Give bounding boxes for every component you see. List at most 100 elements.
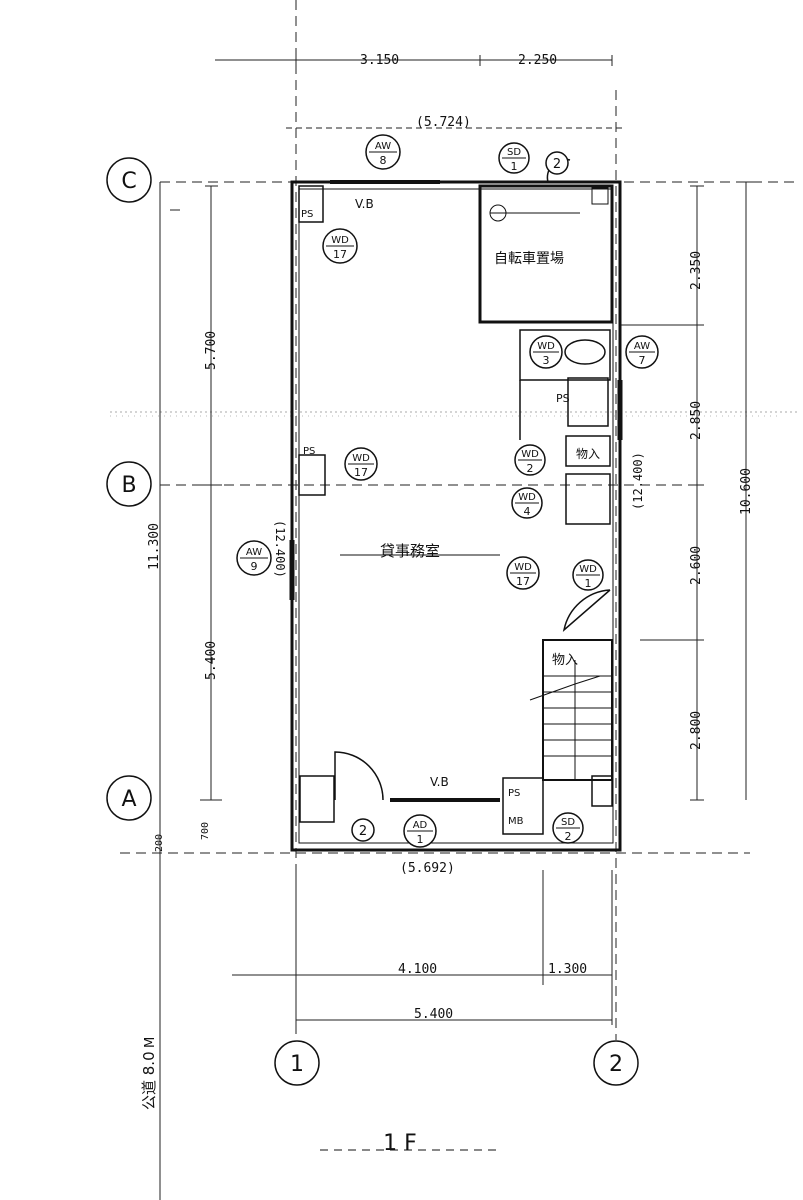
tag-two_a: 2: [351, 818, 375, 842]
tag-sd1-number: 1: [511, 160, 518, 173]
dim-left-total: 11.300: [147, 523, 162, 570]
tag-aw7-number: 7: [639, 354, 646, 367]
grid-label-2: 2: [609, 1052, 623, 1077]
tag-wd17b-number: 17: [354, 466, 368, 479]
tag-sd1: SD 1: [498, 142, 530, 174]
doors: [334, 158, 611, 801]
tag-wd4-number: 4: [524, 505, 531, 518]
tag-wd17a-number: 17: [333, 248, 347, 261]
tag-wd17b-type: WD: [352, 453, 370, 464]
dim-bottom-right: 1.300: [548, 962, 587, 977]
grid-label-1: 1: [290, 1052, 304, 1077]
grid-bubble-c: [106, 157, 152, 203]
tag-wd1-number: 1: [585, 577, 592, 590]
tag-wd1: WD 1: [572, 559, 604, 591]
grid-label-b: B: [121, 473, 136, 498]
tag-aw8: AW 8: [365, 134, 401, 170]
tag-aw7: AW 7: [625, 335, 659, 369]
dim-top-overall: (5.724): [416, 115, 471, 130]
dim-inner-left: (12.400): [273, 520, 287, 578]
tag-sd2: SD 2: [552, 812, 584, 844]
floor-label: 1 F: [383, 1131, 417, 1156]
room-label-storage2: 物入: [576, 447, 600, 461]
ps-mb-box: [502, 777, 544, 835]
tag-wd2-type: WD: [521, 449, 539, 460]
tag-wd3: WD 3: [529, 335, 563, 369]
windows: [289, 180, 623, 802]
tag-sd1-type: SD: [507, 147, 521, 158]
tag-wd17b: WD 17: [344, 447, 378, 481]
tag-aw9: AW 9: [236, 540, 272, 576]
dim-left-tiny: 200: [154, 834, 165, 852]
tag-ad1: AD 1: [403, 814, 437, 848]
label-road-h: M: [143, 1037, 158, 1048]
dim-right-total: 10.600: [739, 468, 754, 515]
tag-wd2: WD 2: [514, 444, 546, 476]
dim-right-4: 2.800: [689, 711, 704, 750]
corner-box: [299, 775, 335, 823]
outer-walls: [290, 180, 622, 852]
tag-wd3-type: WD: [537, 341, 555, 352]
label-mb: MB: [508, 816, 524, 827]
dim-bottom-overall: (5.692): [400, 861, 455, 876]
dim-bottom-left: 4.100: [398, 962, 437, 977]
tag-aw9-type: AW: [246, 547, 262, 558]
dim-left-upper: 5.700: [204, 331, 219, 370]
staircase: [529, 639, 613, 781]
room-label-parking: 自転車置場: [494, 250, 564, 267]
label-small-ps: PS: [556, 392, 570, 405]
label-vb-bottom: V.B: [430, 775, 449, 789]
label-vb-top: V.B: [355, 197, 374, 211]
ps-box-2: [298, 454, 326, 496]
dim-top-left: 3.150: [360, 53, 399, 68]
top-dimensions: [215, 55, 626, 129]
label-ps-3: PS: [508, 788, 520, 799]
dim-left-small: 700: [200, 822, 211, 840]
tag-wd17c-number: 17: [516, 575, 530, 588]
tag-aw8-type: AW: [375, 141, 391, 152]
grid-label-c: C: [121, 169, 136, 194]
tag-sd2-number: 2: [565, 830, 572, 843]
tag-sd2-type: SD: [561, 817, 575, 828]
tag-aw9-number: 9: [251, 560, 258, 573]
small-box: [591, 775, 613, 807]
label-ps-2: PS: [303, 446, 315, 457]
tag-wd4-type: WD: [518, 492, 536, 503]
toilet-area: [519, 329, 611, 525]
dim-right-1: 2.350: [689, 251, 704, 290]
label-road: 公道 8.0: [140, 1051, 158, 1110]
right-dimensions: [620, 181, 752, 801]
tag-aw7-type: AW: [634, 341, 650, 352]
tag-two_b: 2: [545, 151, 569, 175]
dim-right-3: 2.600: [689, 546, 704, 585]
label-ps-1: PS: [301, 209, 313, 220]
tag-wd17c-type: WD: [514, 562, 532, 573]
dim-bottom-total: 5.400: [414, 1007, 453, 1022]
bottom-dimensions: [232, 870, 613, 1025]
tag-wd1-type: WD: [579, 564, 597, 575]
grid-label-a: A: [121, 787, 136, 812]
tag-two_a-number: 2: [359, 824, 367, 839]
grid-bubble-2: [593, 1040, 639, 1086]
tag-wd17c: WD 17: [506, 556, 540, 590]
tag-ad1-type: AD: [413, 820, 428, 831]
dim-left-lower: 5.400: [204, 641, 219, 680]
grid-bubble-a: [106, 775, 152, 821]
tag-wd2-number: 2: [527, 462, 534, 475]
tag-wd3-number: 3: [543, 354, 550, 367]
left-dimensions: [170, 185, 222, 801]
dim-inner-right: (12.400): [631, 452, 645, 510]
ps-box-1: [298, 185, 324, 223]
bicycle-parking-room: [478, 184, 614, 324]
room-label-storage: 物入: [552, 653, 578, 668]
tag-wd4: WD 4: [511, 487, 543, 519]
tag-wd17a: WD 17: [322, 228, 358, 264]
dim-top-right: 2.250: [518, 53, 557, 68]
tag-ad1-number: 1: [417, 833, 424, 846]
dim-right-2: 2.850: [689, 401, 704, 440]
tag-wd17a-type: WD: [331, 235, 349, 246]
tag-aw8-number: 8: [380, 154, 387, 167]
room-label-office: 貸事務室: [380, 542, 440, 560]
